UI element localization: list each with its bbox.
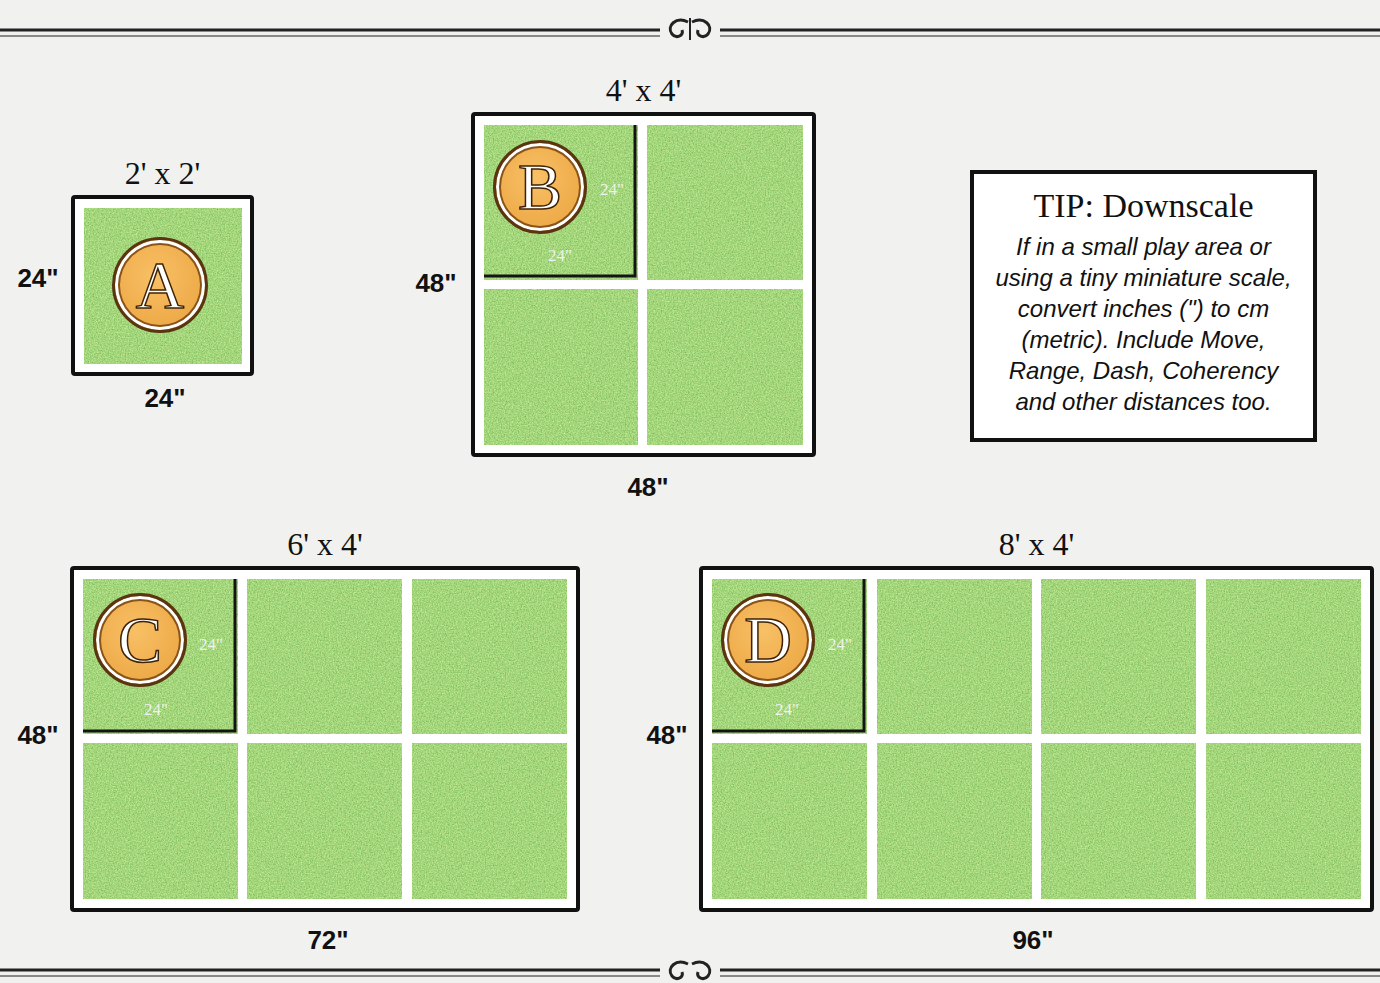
board-letter-badge: A — [112, 237, 208, 333]
dimension-label: 48" — [17, 720, 58, 751]
board-letter: B — [496, 143, 584, 231]
dimension-label: 96" — [1012, 925, 1053, 956]
board-letter: A — [115, 240, 205, 330]
board-ground — [74, 116, 1370, 908]
dimension-label: 48" — [415, 268, 456, 299]
grass-tiles — [83, 125, 1361, 899]
quadrant-dimension: 24" — [775, 700, 799, 720]
dimension-label: 72" — [307, 925, 348, 956]
board-size-heading: 8' x 4' — [999, 527, 1075, 562]
game-board: 4' x 4'B — [471, 112, 816, 457]
tip-title: TIP: Downscale — [1033, 186, 1253, 227]
board-letter-badge: B — [493, 140, 587, 234]
quadrant-dimension: 24" — [548, 246, 572, 266]
quadrant-dimension: 24" — [600, 180, 624, 200]
quadrant-dimension: 24" — [144, 700, 168, 720]
board-size-heading: 4' x 4' — [606, 73, 682, 108]
dimension-label: 24" — [144, 383, 185, 414]
dimension-label: 48" — [627, 472, 668, 503]
dimension-label: 24" — [17, 263, 58, 294]
board-letter: C — [96, 596, 184, 684]
game-board: 8' x 4'D — [699, 566, 1374, 912]
game-board: 6' x 4'C — [70, 566, 580, 912]
quadrant-dimension: 24" — [828, 635, 852, 655]
board-letter-badge: C — [93, 593, 187, 687]
board-size-heading: 2' x 2' — [125, 156, 201, 191]
game-board: 2' x 2'A — [71, 195, 254, 376]
dimension-label: 48" — [646, 720, 687, 751]
tip-body: If in a small play area or using a tiny … — [988, 231, 1299, 417]
tip-box: TIP: DownscaleIf in a small play area or… — [970, 170, 1317, 442]
board-size-heading: 6' x 4' — [287, 527, 363, 562]
board-letter-badge: D — [721, 593, 815, 687]
board-letter: D — [724, 596, 812, 684]
ornament-rule — [0, 18, 1380, 979]
quadrant-dimension: 24" — [199, 635, 223, 655]
